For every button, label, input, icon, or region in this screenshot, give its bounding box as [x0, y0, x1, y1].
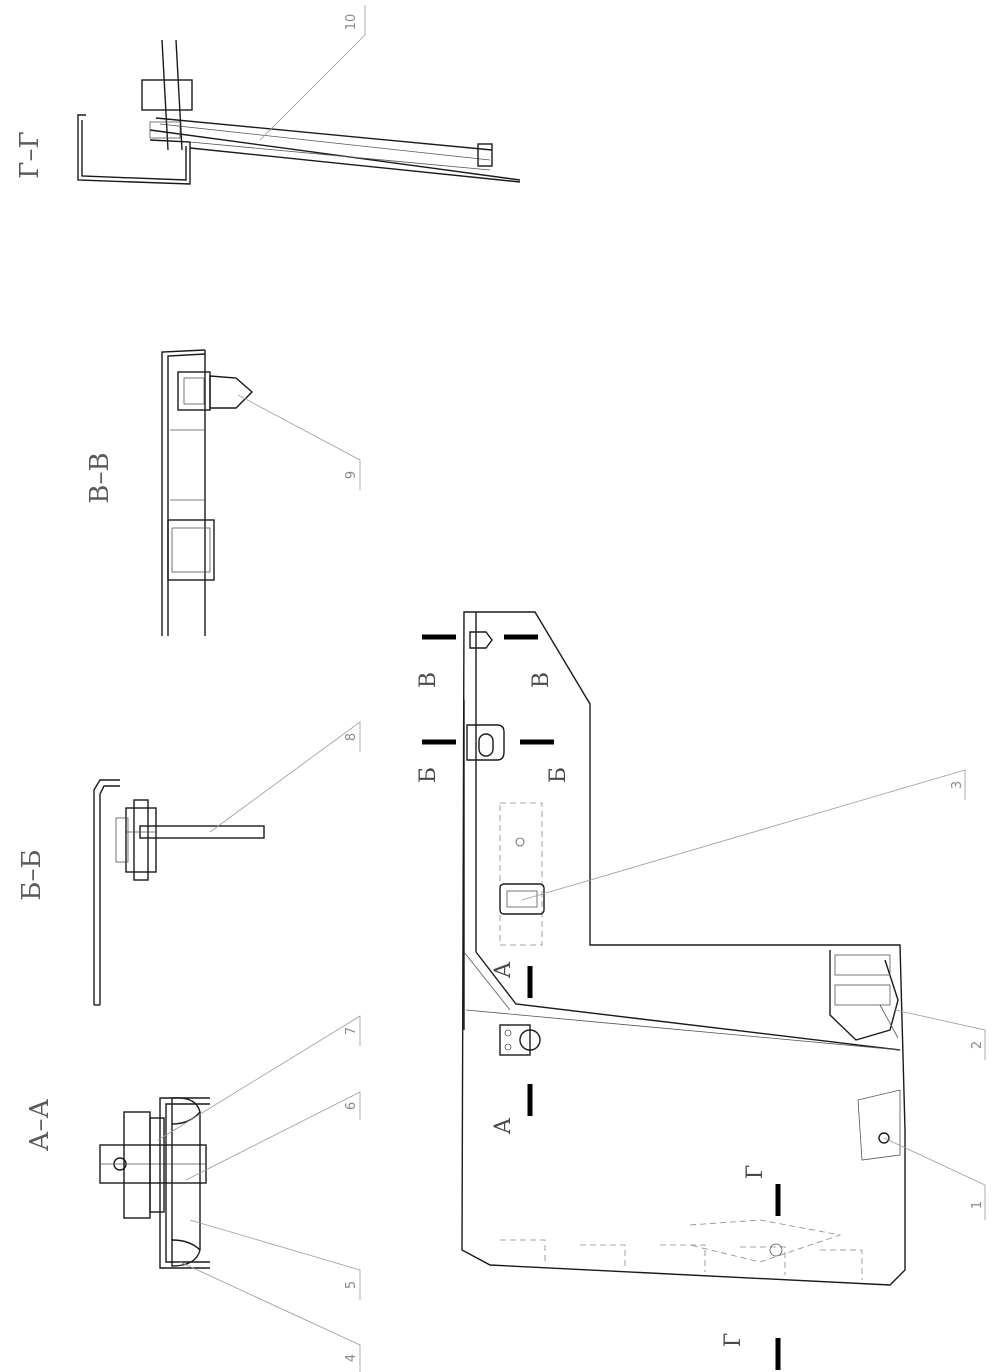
callout-10: 10 — [344, 14, 359, 31]
main-view — [461, 611, 906, 1286]
callout-3: 3 — [950, 781, 965, 789]
mark-g-top: Г — [743, 1165, 768, 1180]
section-title-g: Г–Г — [15, 131, 45, 178]
section-b-view: Б–Б — [17, 779, 265, 1006]
section-g-view: Г–Г — [15, 39, 521, 185]
callout-5: 5 — [344, 1281, 359, 1289]
mark-g-bottom: Г — [721, 1333, 746, 1348]
callout-6: 6 — [344, 1102, 359, 1110]
mark-a-top: А — [491, 961, 516, 978]
mark-b-top: Б — [416, 767, 441, 783]
section-title-v: В–В — [85, 452, 115, 503]
section-title-a: А–А — [25, 1099, 55, 1152]
callout-2: 2 — [970, 1041, 985, 1049]
callouts: 1 2 3 4 5 6 7 8 9 10 — [157, 5, 986, 1372]
callout-7: 7 — [344, 1027, 359, 1035]
section-v-view: В–В — [85, 349, 254, 636]
callout-4: 4 — [344, 1354, 359, 1362]
section-a-view: А–А — [25, 1097, 210, 1269]
mark-v-bottom: В — [529, 672, 554, 688]
cut-marks: В В Б Б А А Г Г — [416, 634, 781, 1370]
mark-a-bottom: А — [491, 1117, 516, 1134]
mark-b-bottom: Б — [546, 767, 571, 783]
callout-8: 8 — [344, 733, 359, 741]
mark-v-top: В — [416, 672, 441, 688]
callout-1: 1 — [970, 1201, 985, 1209]
callout-9: 9 — [344, 471, 359, 479]
section-title-b: Б–Б — [17, 849, 47, 900]
